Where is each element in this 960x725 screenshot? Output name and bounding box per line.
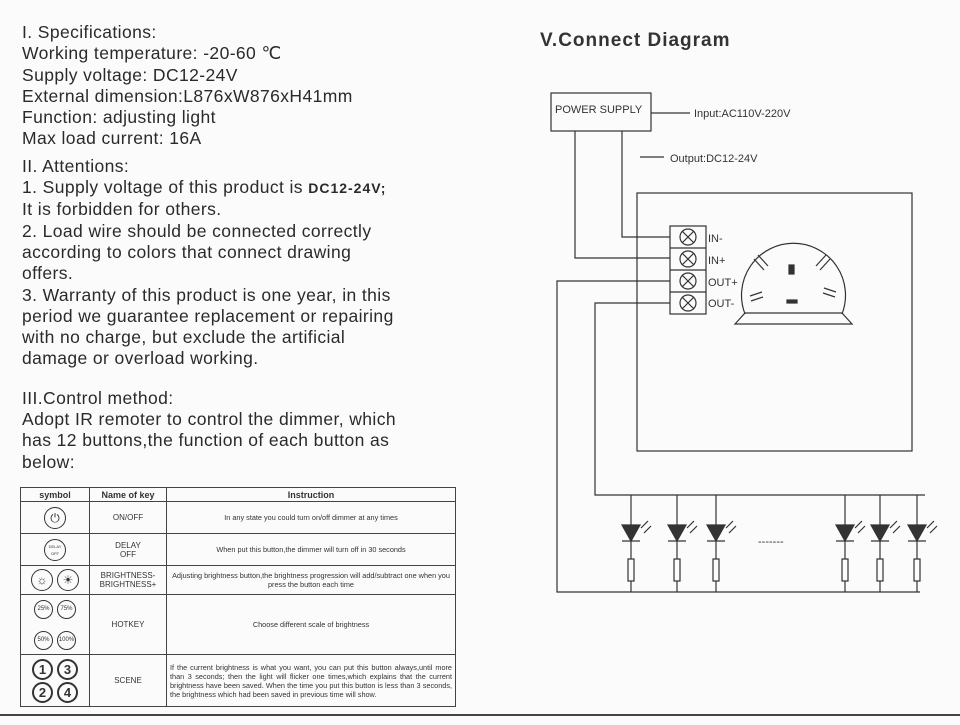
delay-off-icon: DELAY OFF bbox=[44, 538, 66, 561]
key-name-line: BRIGHTNESS- bbox=[100, 571, 156, 580]
instruction: In any state you could turn on/off dimme… bbox=[166, 501, 456, 534]
text-column: I. Specifications: Working temperature: … bbox=[22, 22, 452, 473]
spec-line: Function: adjusting light bbox=[22, 107, 216, 128]
control-line: has 12 buttons,the function of each butt… bbox=[22, 430, 390, 451]
hotkey-25-icon: 25% bbox=[34, 599, 53, 619]
led-strings bbox=[620, 495, 938, 592]
attention-line: 3. Warranty of this product is one year,… bbox=[22, 284, 391, 305]
attention-line: damage or overload working. bbox=[22, 348, 259, 369]
brightness-down-icon: ☼ bbox=[31, 569, 53, 591]
key-name: BRIGHTNESS-BRIGHTNESS+ bbox=[89, 565, 167, 595]
scene-4-icon: 4 bbox=[57, 681, 78, 703]
brightness-up-icon: ☀ bbox=[57, 569, 79, 591]
led-string-4 bbox=[834, 495, 866, 592]
led-string-5 bbox=[869, 495, 901, 592]
button-function-table: symbol Name of key Instruction ⏻ ON/OFF … bbox=[20, 487, 456, 707]
attention-line: period we guarantee replacement or repai… bbox=[22, 305, 394, 326]
led-string-1 bbox=[620, 495, 652, 592]
control-heading: III.Control method: bbox=[22, 387, 174, 408]
power-supply-box bbox=[550, 92, 652, 132]
led-continuation-dashes: ------- bbox=[758, 536, 784, 548]
attention-line: with no charge, but exclude the artifici… bbox=[22, 327, 346, 348]
led-string-2 bbox=[666, 495, 698, 592]
table-header-row: symbol Name of key Instruction bbox=[20, 487, 456, 502]
control-line: below: bbox=[22, 451, 75, 472]
table-row: ⏻ ON/OFF In any state you could turn on/… bbox=[20, 501, 456, 534]
attention-text: 1. Supply voltage of this product is bbox=[22, 177, 309, 198]
spec-line: Supply voltage: DC12-24V bbox=[22, 64, 238, 85]
table-row: 25%75% 50%100% HOTKEY Choose different s… bbox=[20, 594, 456, 655]
specifications-heading: I. Specifications: bbox=[22, 22, 157, 42]
power-icon: ⏻ bbox=[44, 506, 66, 529]
terminal-in-plus: IN+ bbox=[708, 255, 725, 267]
output-label: Output:DC12-24V bbox=[670, 153, 758, 165]
dimmer-enclosure bbox=[636, 192, 913, 452]
hotkey-50-icon: 50% bbox=[34, 630, 53, 650]
diagram-title: V.Connect Diagram bbox=[540, 30, 731, 51]
instruction: If the current brightness is what you wa… bbox=[166, 654, 456, 707]
control-line: Adopt IR remoter to control the dimmer, … bbox=[22, 409, 396, 430]
hotkey-75-icon: 75% bbox=[57, 599, 76, 619]
dimmer-knob-icon bbox=[733, 242, 854, 325]
spec-line: External dimension:L876xW876xH41mm bbox=[22, 85, 353, 106]
spec-line: Max load current: 16A bbox=[22, 128, 202, 149]
wire-out-plus bbox=[556, 280, 920, 593]
attention-line: offers. bbox=[22, 263, 74, 284]
table-row: ☼☀ BRIGHTNESS-BRIGHTNESS+ Adjusting brig… bbox=[20, 565, 456, 595]
terminal-out-plus: OUT+ bbox=[708, 277, 738, 289]
terminal-screws bbox=[679, 228, 697, 312]
key-name: HOTKEY bbox=[89, 594, 167, 655]
attentions-heading: II. Attentions: bbox=[22, 155, 130, 176]
led-string-6 bbox=[906, 495, 938, 592]
key-name-line: OFF bbox=[120, 549, 136, 559]
wire-in-plus bbox=[574, 131, 670, 259]
scene-3-icon: 3 bbox=[57, 658, 78, 680]
spec-line: Working temperature: -20-60 ℃ bbox=[22, 43, 282, 64]
power-supply-label: POWER SUPPLY bbox=[555, 104, 643, 116]
terminal-in-minus: IN- bbox=[708, 233, 723, 245]
instruction: Choose different scale of brightness bbox=[166, 594, 456, 655]
key-name-line: DELAY bbox=[115, 540, 141, 550]
wire-out-minus bbox=[594, 302, 925, 496]
scene-2-icon: 2 bbox=[32, 681, 53, 703]
attention-line: according to colors that connect drawing bbox=[22, 241, 352, 262]
voltage-bold: DC12-24V; bbox=[308, 180, 387, 197]
delay-icon-label: DELAY OFF bbox=[48, 543, 62, 556]
attention-line: It is forbidden for others. bbox=[22, 199, 222, 220]
input-label: Input:AC110V-220V bbox=[694, 108, 791, 120]
terminal-out-minus: OUT- bbox=[708, 298, 735, 310]
hotkey-100-icon: 100% bbox=[57, 630, 76, 650]
scene-1-icon: 1 bbox=[32, 658, 53, 680]
led-string-3 bbox=[705, 495, 737, 592]
attention-line: 2. Load wire should be connected correct… bbox=[22, 220, 372, 241]
wire-in-minus bbox=[621, 131, 670, 238]
bottom-rule bbox=[0, 714, 960, 716]
key-name-line: BRIGHTNESS+ bbox=[99, 580, 157, 589]
key-name: SCENE bbox=[89, 654, 167, 707]
key-name: ON/OFF bbox=[89, 501, 167, 534]
attention-line: 1. Supply voltage of this product is DC1… bbox=[22, 177, 452, 199]
